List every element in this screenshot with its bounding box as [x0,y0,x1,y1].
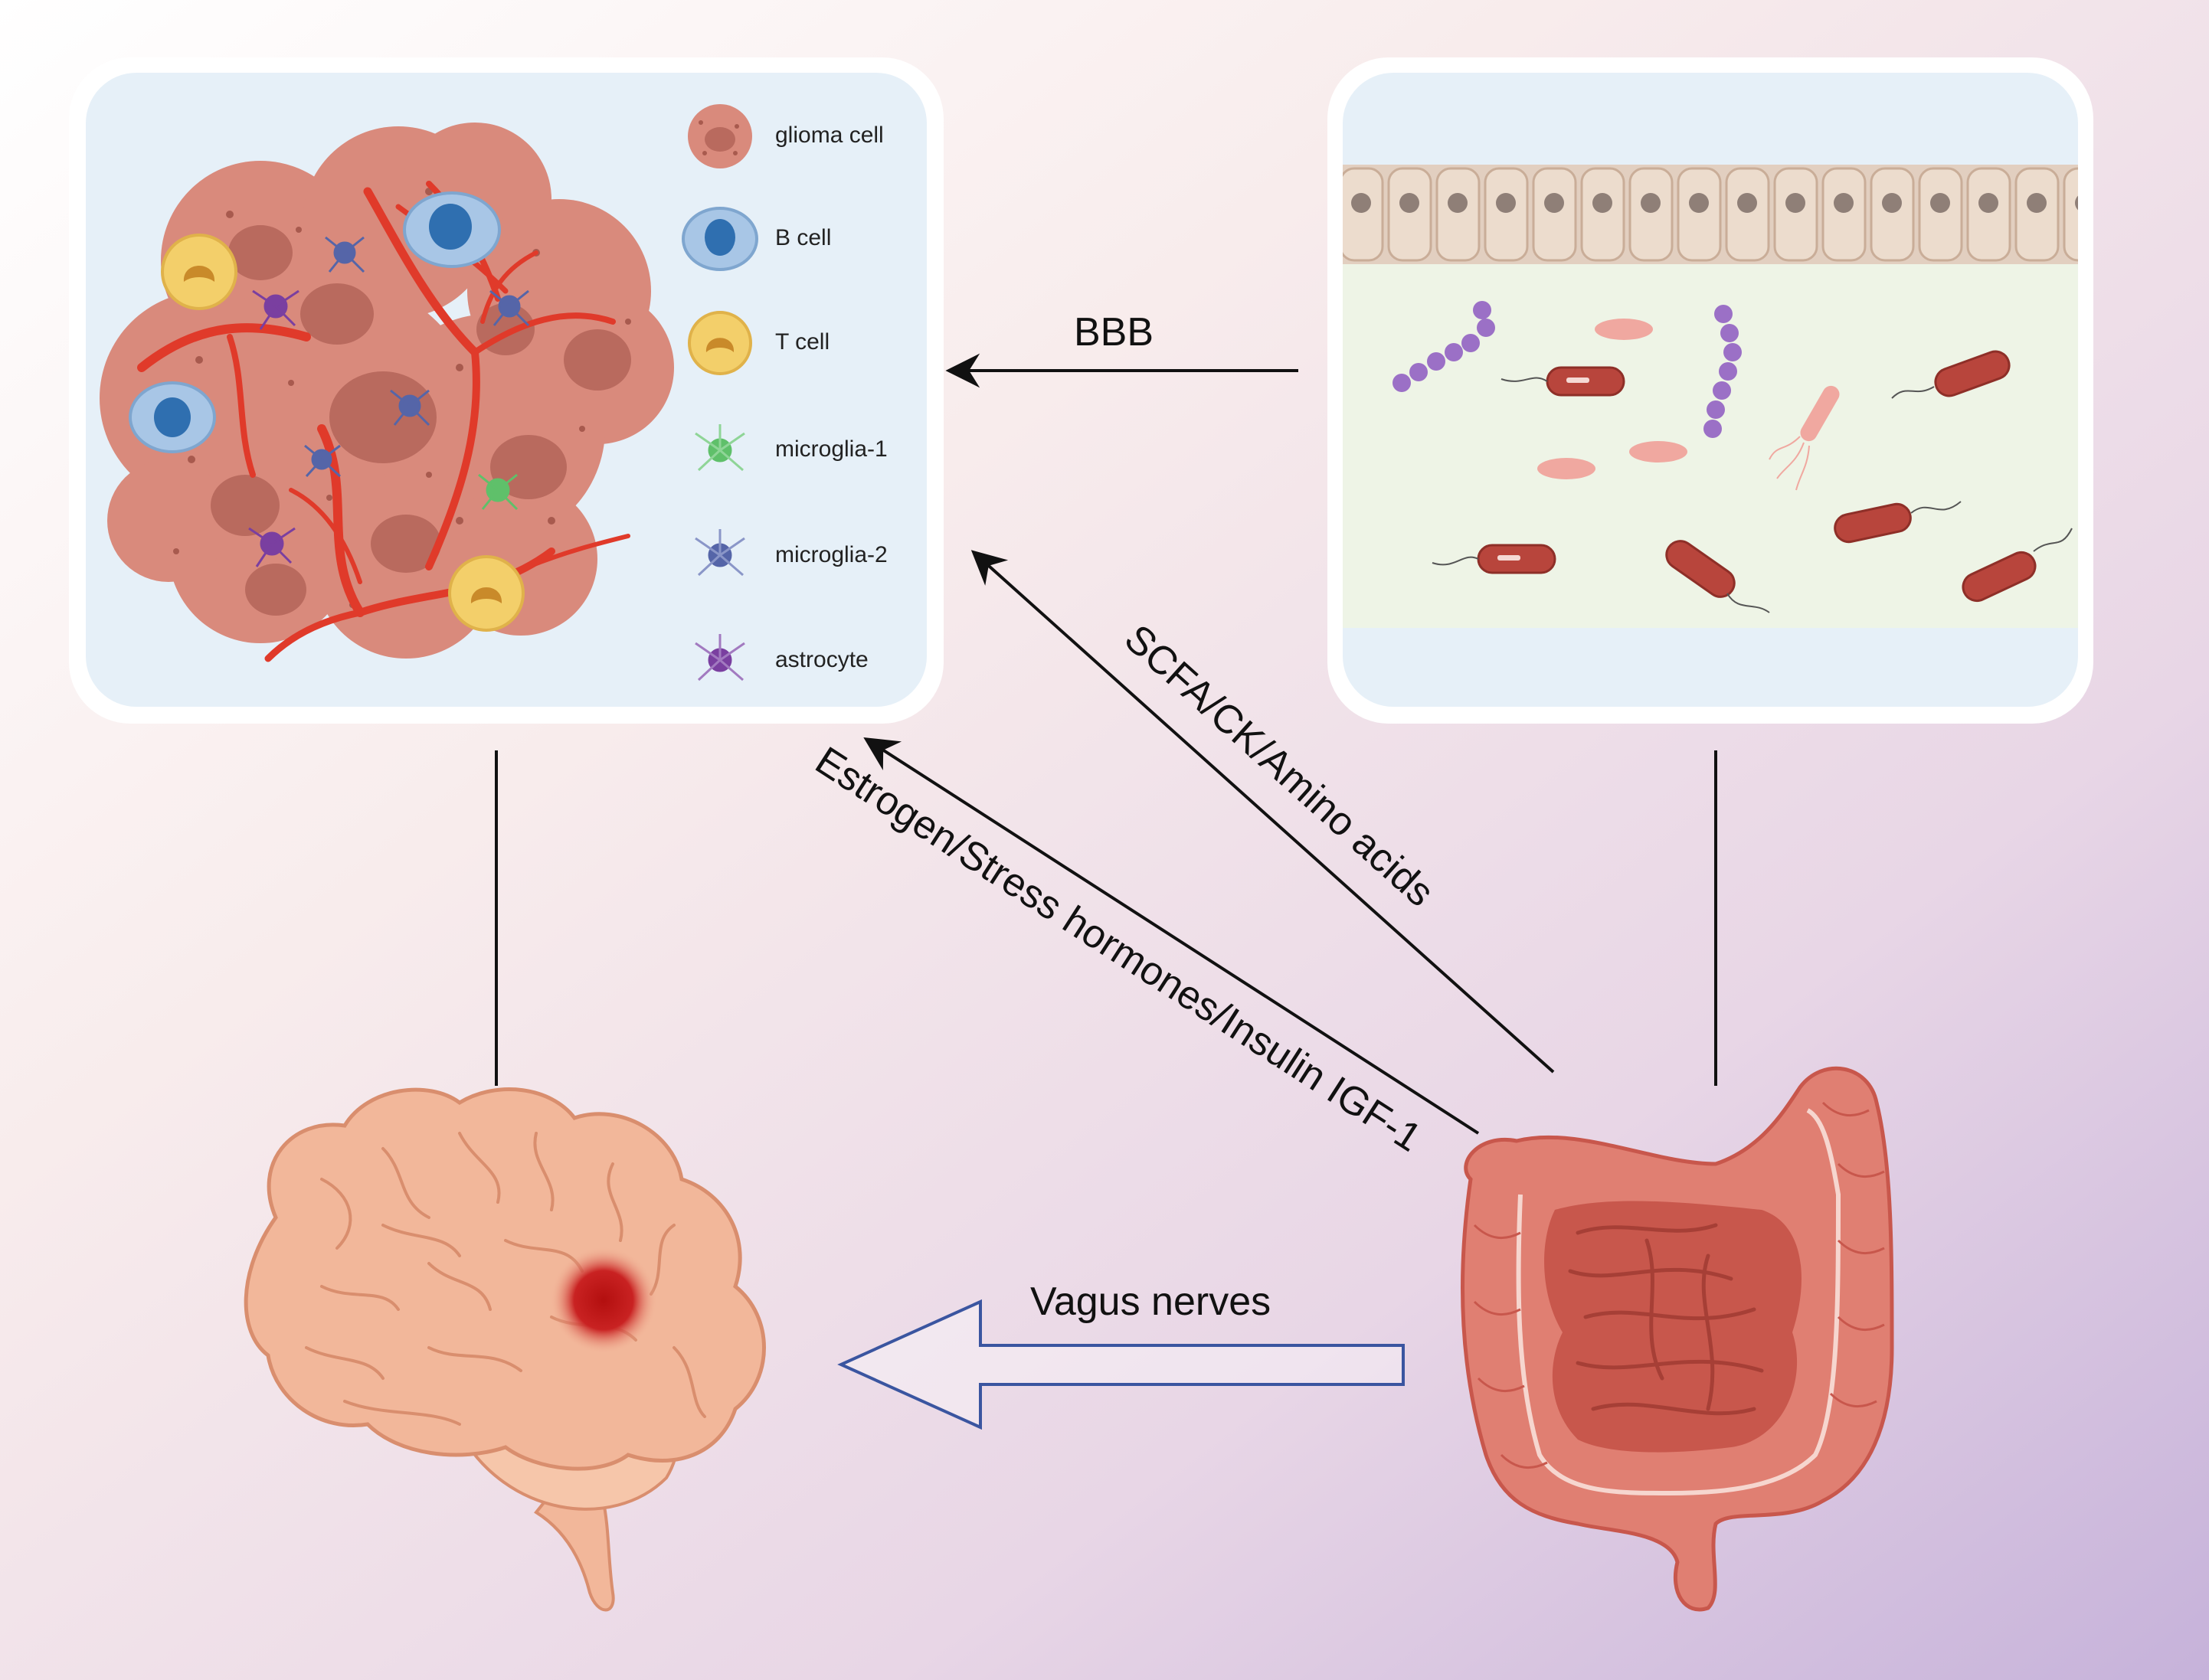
microglia-2-icon [695,529,745,577]
intestinal-epithelium [1343,165,2078,264]
legend-label-t-cell: T cell [775,329,830,355]
bacteria-cocci-chain [1703,305,1742,438]
tumor-microglia-2 [489,289,530,327]
bacteria-rods [1432,350,2073,613]
tumor-t-cell [448,555,525,632]
tumor-b-cell [403,191,501,268]
vagus-nerve-arrow [837,1299,1405,1430]
legend-label-glioma-cell: glioma cell [775,123,884,148]
tumor-t-cell [161,234,237,310]
blood-vessels [137,181,630,662]
b-cell-icon [682,207,758,271]
connectors [495,750,1717,1086]
estrogen-arrow [863,737,1480,1135]
tumor-b-cell [129,381,216,453]
tumor-hotspot [550,1247,657,1354]
tumor-astrocyte [252,289,299,330]
tumor-microglia-1 [478,473,519,511]
intestine-illustration [1461,1066,1894,1612]
tumor-microenvironment-panel [69,57,944,724]
bacteria-ciliated [1537,319,1840,491]
legend-label-microglia-1: microglia-1 [775,436,888,462]
tumor-mass [100,123,674,659]
legend [682,104,758,681]
tumor-astrocyte [248,527,296,567]
gut-microbiota-panel [1327,57,2093,724]
bacteria-cocci-chain [1392,301,1495,392]
tumor-microglia-2 [304,444,342,478]
legend-label-b-cell: B cell [775,225,832,250]
t-cell-icon [688,311,752,375]
legend-label-astrocyte: astrocyte [775,647,869,672]
pathway-arrows [863,353,1555,1135]
glioma-cell-icon [688,104,752,168]
brain-illustration [244,1087,766,1612]
microglia-1-icon [695,424,745,472]
astrocyte-icon [695,634,745,681]
vagus-label: Vagus nerves [1030,1280,1271,1324]
tumor-microglia-2 [325,236,365,273]
legend-label-microglia-2: microglia-2 [775,542,888,567]
bbb-label: BBB [1074,310,1154,355]
scfa-arrow [970,550,1555,1074]
tumor-microglia-2 [390,389,430,427]
